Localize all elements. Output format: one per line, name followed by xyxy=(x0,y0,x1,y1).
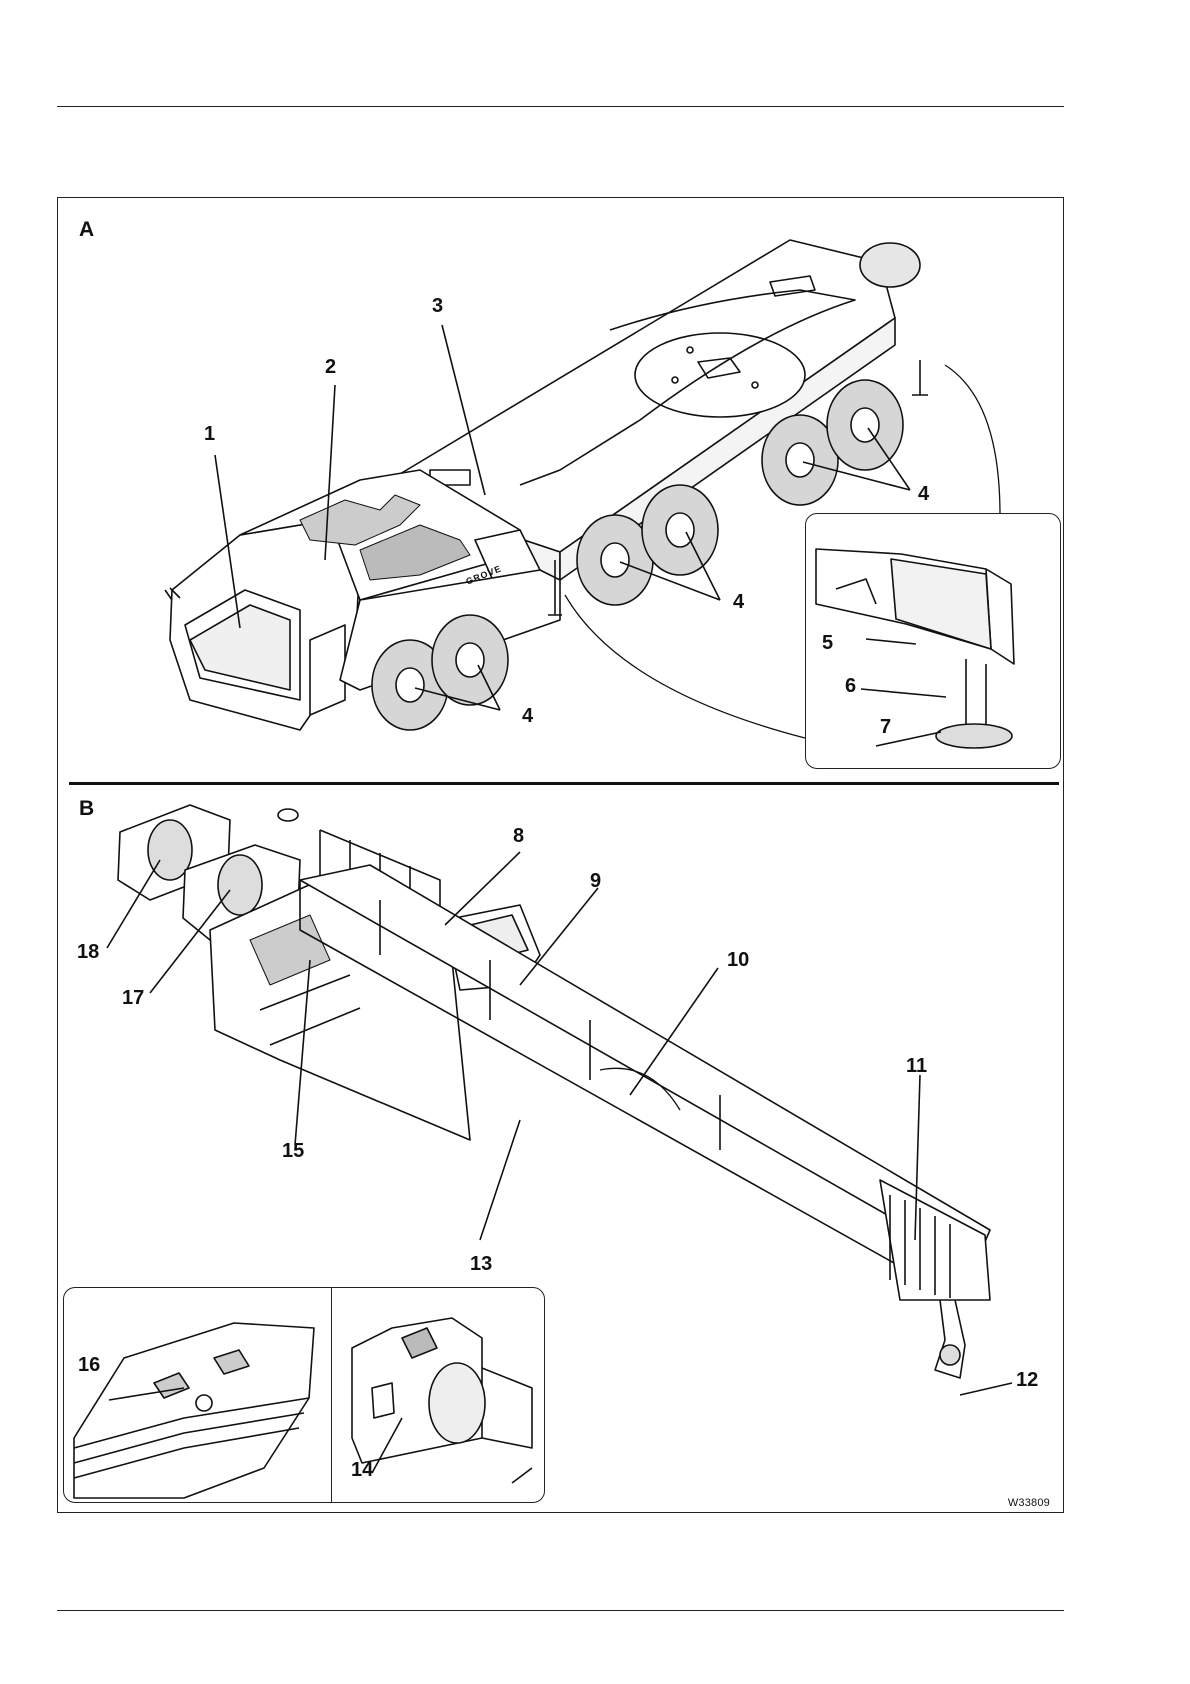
inset-outrigger xyxy=(805,513,1061,769)
callout-16: 16 xyxy=(78,1355,100,1375)
callout-8: 8 xyxy=(513,826,524,846)
inset-counterweight xyxy=(63,1287,332,1503)
callout-10: 10 xyxy=(727,950,749,970)
callout-4-mid: 4 xyxy=(733,592,744,612)
callout-1: 1 xyxy=(204,424,215,444)
callout-12: 12 xyxy=(1016,1370,1038,1390)
callout-17: 17 xyxy=(122,988,144,1008)
figure-code: W33809 xyxy=(1008,1497,1050,1509)
callout-6: 6 xyxy=(845,676,856,696)
outrigger-detail-drawing xyxy=(806,514,1060,768)
callout-14: 14 xyxy=(351,1460,373,1480)
footer-rule xyxy=(57,1610,1064,1611)
counterweight-detail-drawing xyxy=(64,1288,332,1502)
callout-4-front: 4 xyxy=(522,706,533,726)
callout-13: 13 xyxy=(470,1254,492,1274)
callout-18: 18 xyxy=(77,942,99,962)
callout-15: 15 xyxy=(282,1141,304,1161)
callout-4-rear: 4 xyxy=(918,484,929,504)
callout-5: 5 xyxy=(822,633,833,653)
callout-9: 9 xyxy=(590,871,601,891)
callout-3: 3 xyxy=(432,296,443,316)
callout-7: 7 xyxy=(880,717,891,737)
callout-2: 2 xyxy=(325,357,336,377)
callout-11: 11 xyxy=(906,1056,927,1076)
